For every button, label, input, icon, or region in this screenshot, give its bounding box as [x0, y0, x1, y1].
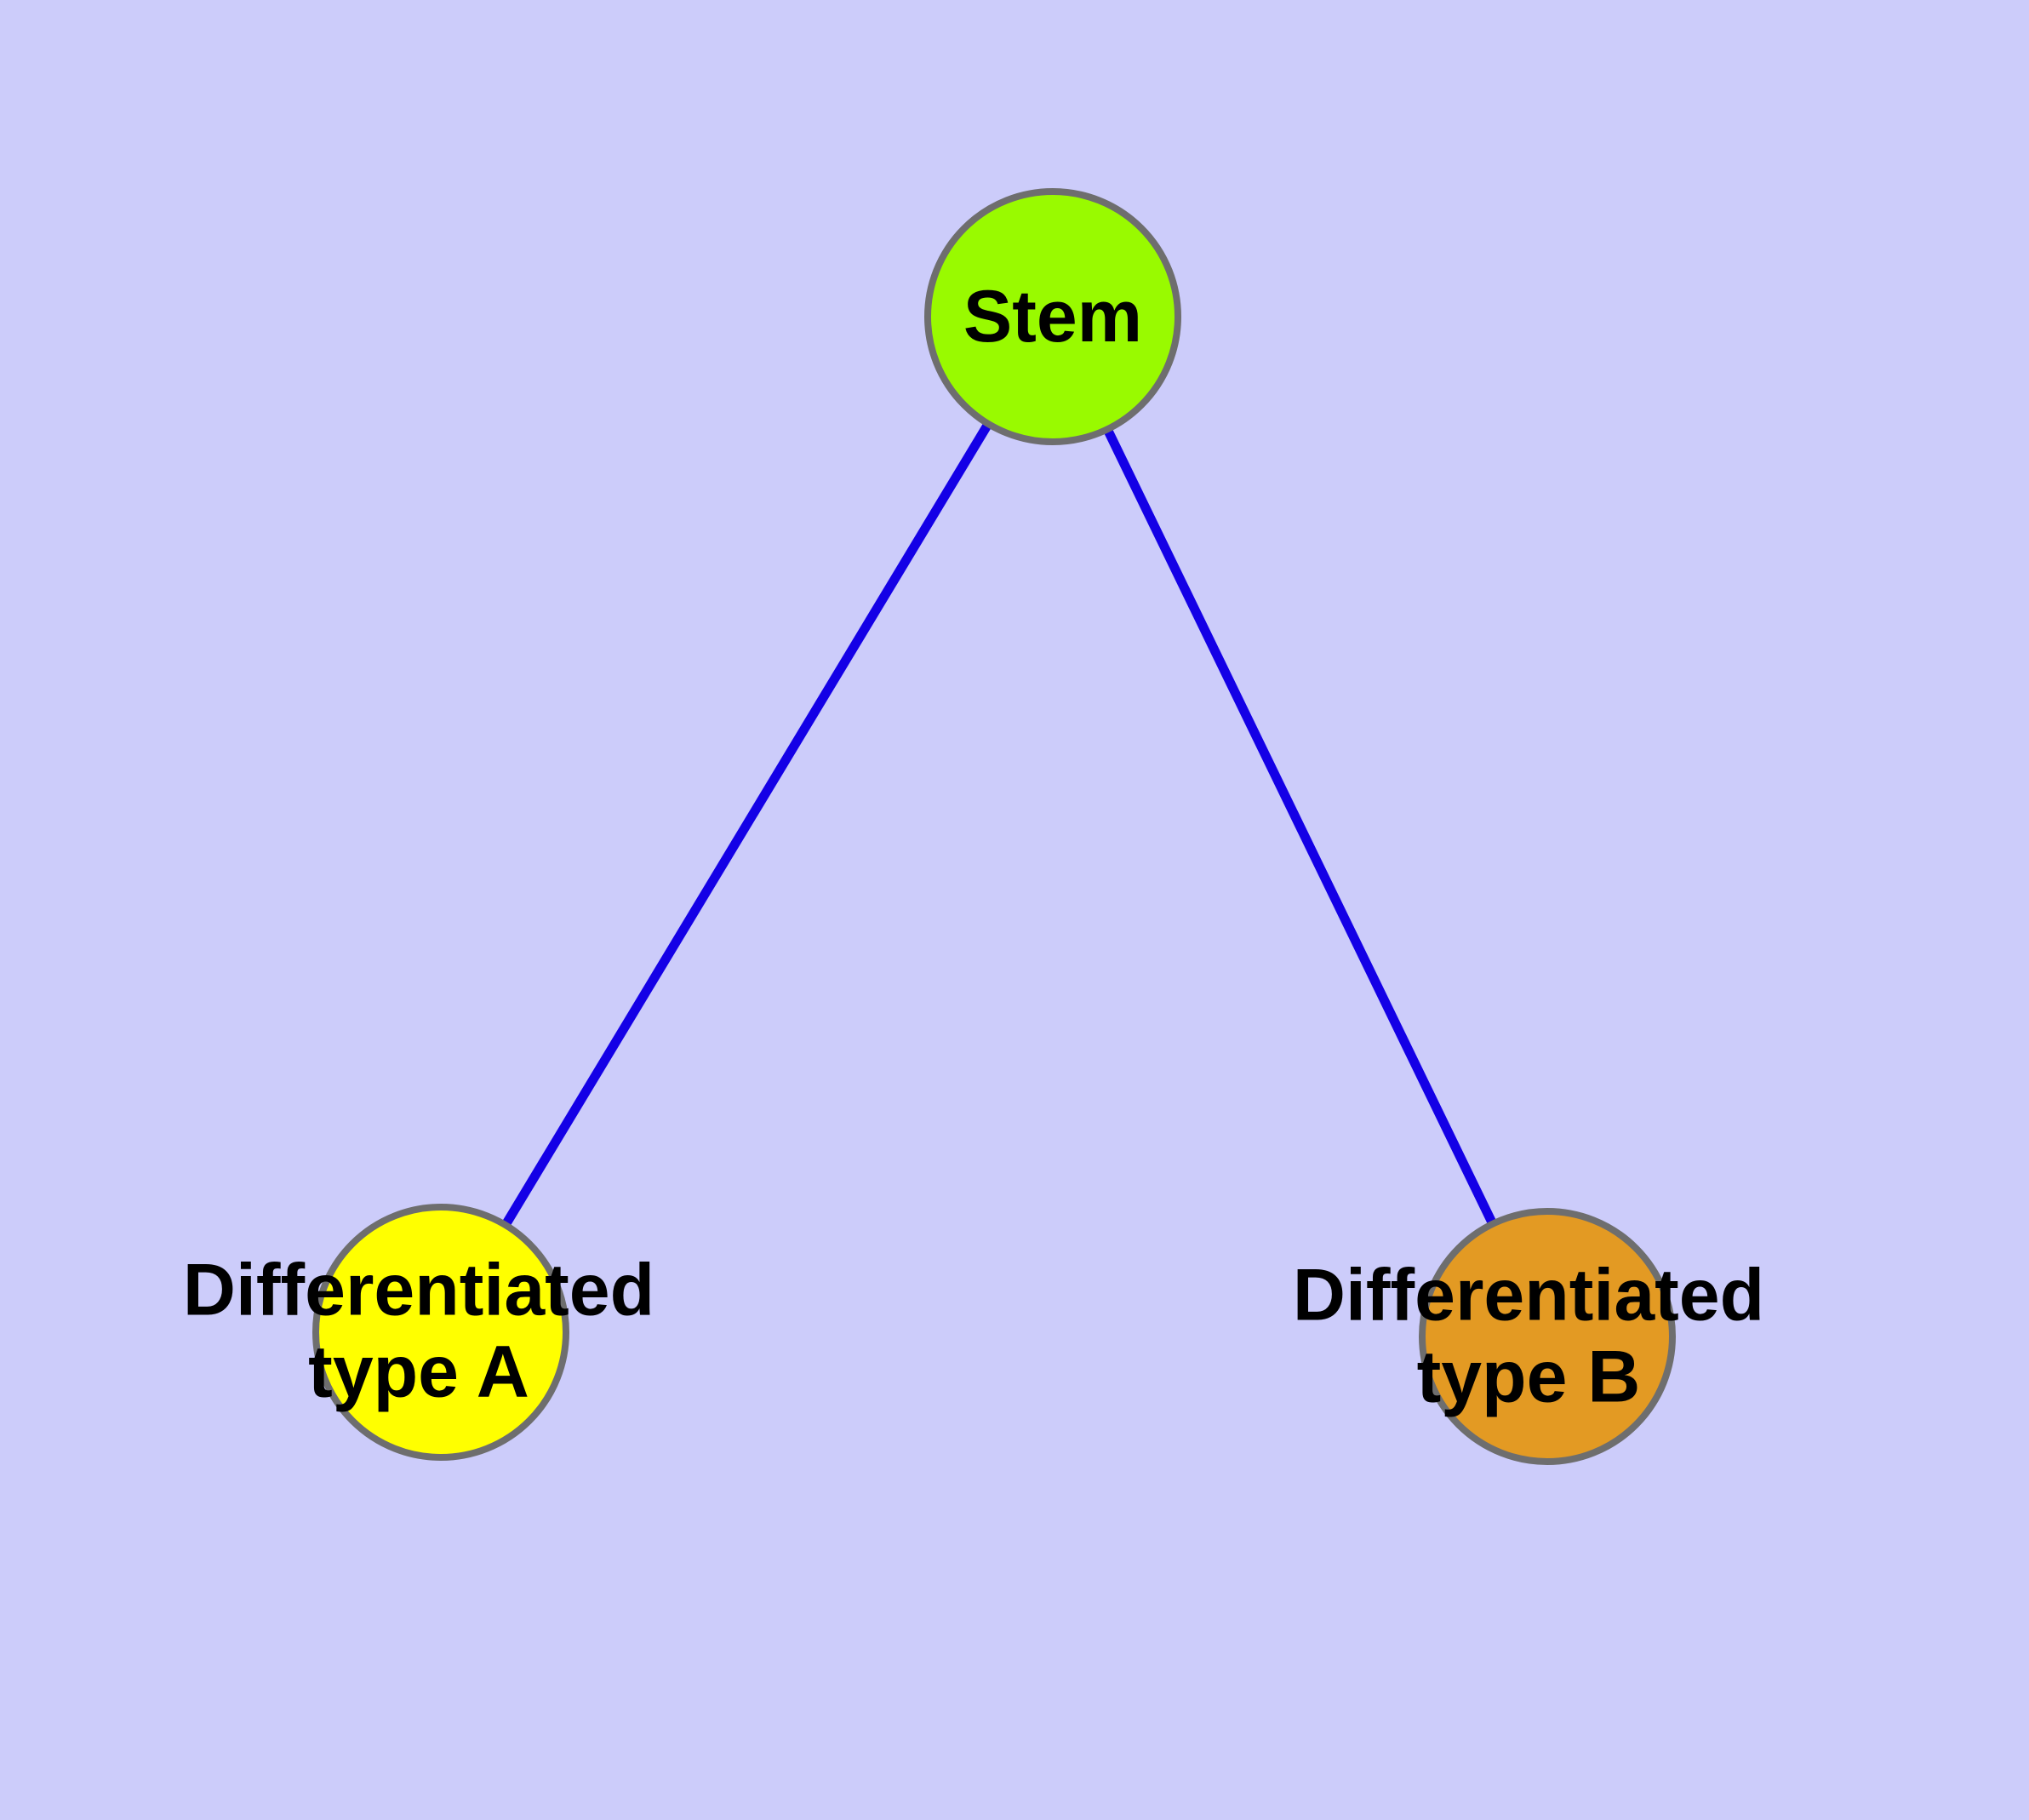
- node-differentiated-type-b[interactable]: [1419, 1208, 1676, 1465]
- node-layer: [312, 188, 1676, 1465]
- node-differentiated-type-a[interactable]: [312, 1204, 569, 1461]
- edge-stem-to-differentiated-a[interactable]: [437, 314, 1057, 1335]
- edge-layer: [437, 314, 1552, 1339]
- edge-stem-to-differentiated-b[interactable]: [1049, 314, 1552, 1339]
- node-stem[interactable]: [924, 188, 1181, 445]
